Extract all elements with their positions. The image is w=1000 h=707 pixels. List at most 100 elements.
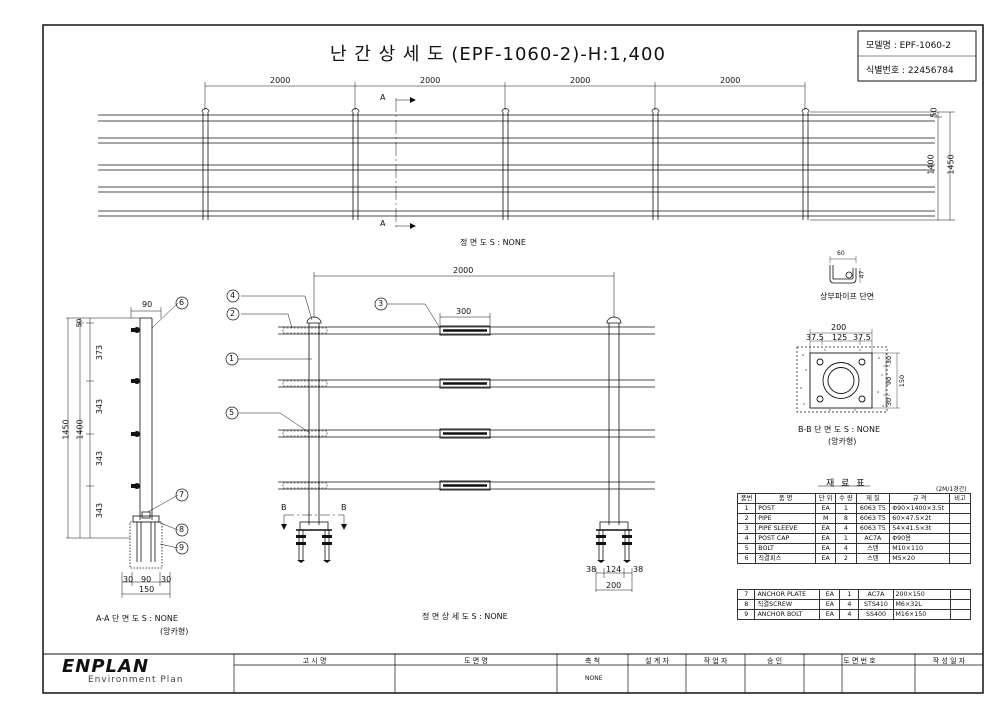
base-dim: 38: [633, 565, 644, 574]
bom-cell: 8: [736, 599, 756, 610]
bb-dim: 37.5: [853, 333, 871, 342]
bom-cell: [949, 599, 972, 610]
callout-9: 9: [179, 543, 185, 552]
bb-width: 200: [831, 323, 847, 332]
callout-4: 4: [230, 291, 236, 300]
detail-view-rails: [278, 326, 655, 490]
bom-cell: M6×32L: [892, 599, 951, 610]
bom-cell: ANCHOR PLATE: [754, 589, 821, 600]
bom-cell: POST CAP: [755, 533, 817, 544]
section-aa-caption: A-A 단 면 도 S : NONE: [96, 614, 178, 623]
bom-cell: STS410: [858, 599, 894, 610]
bom-cell: POST: [755, 503, 817, 514]
bom-cell: 4: [835, 543, 857, 554]
callout-6: 6: [179, 298, 185, 307]
aa-top-width: 90: [142, 300, 153, 309]
bom-cell: 9: [736, 609, 756, 620]
base-total-dim: 200: [606, 581, 622, 590]
bom-cell: [949, 609, 972, 620]
bom-cell: M: [815, 513, 837, 524]
callout-7: 7: [179, 490, 185, 499]
aa-dim: 373: [95, 344, 105, 361]
bom-cell: EA: [815, 503, 837, 514]
title-block-header: 고 시 명: [302, 657, 327, 665]
bom-header-cell: 품번: [736, 493, 757, 504]
bom-cell: 1: [835, 503, 857, 514]
title-block: [233, 654, 983, 693]
bom-cell: 3: [736, 523, 757, 534]
bom-cell: 1: [835, 533, 857, 544]
detail-span-dim: 2000: [453, 266, 474, 275]
section-marker-a: A: [380, 93, 386, 102]
bom-cell: 5: [736, 543, 757, 554]
bom-cell: [948, 553, 972, 564]
section-aa-post: [129, 317, 163, 569]
aa-dim-1450: 1450: [61, 419, 71, 440]
bb-side-dim: 30: [885, 355, 894, 365]
bom-cell: EA: [815, 533, 837, 544]
pipe-dim-60: 60: [837, 250, 845, 257]
aa-base-dim: 30: [123, 575, 134, 584]
identification-number: 식별번호 : 22456784: [866, 66, 954, 76]
bom-note: (2M/1경간): [936, 486, 967, 493]
bom-cell: [948, 503, 972, 514]
bom-cell: 4: [835, 523, 857, 534]
bb-dim: 37.5: [806, 333, 824, 342]
callout-3: 3: [378, 299, 384, 308]
bom-cell: EA: [815, 553, 837, 564]
title-block-header: 작 성 일 자: [932, 657, 966, 665]
pipe-sleeves: [439, 325, 491, 491]
bom-cell: [948, 513, 972, 524]
callout-1: 1: [229, 354, 235, 363]
title-block-header: 작 업 자: [703, 657, 728, 665]
bom-cell: 60×47.5×2t: [889, 513, 950, 524]
bom-cell: 스텐: [855, 553, 891, 564]
bom-cell: EA: [819, 599, 841, 610]
section-marker-b: B: [341, 503, 347, 512]
bom-cell: 직결SCREW: [754, 599, 821, 610]
bom-cell: 200×150: [892, 589, 951, 600]
bom-cell: 1: [736, 503, 757, 514]
callout-8: 8: [179, 525, 185, 534]
aa-dim: 343: [95, 398, 105, 415]
section-marker-a: A: [380, 219, 386, 228]
bom-cell: 4: [736, 533, 757, 544]
bom-cell: 6: [736, 553, 757, 564]
bom-cell: 6063 T5: [855, 503, 891, 514]
sheet-frame: [42, 24, 984, 694]
bom-cell: M5×20: [889, 553, 950, 564]
bom-cell: 2: [835, 553, 857, 564]
aa-dim-1400: 1400: [75, 419, 85, 440]
bom-cell: [948, 543, 972, 554]
span-dim: 2000: [420, 76, 441, 85]
section-aa-subcaption: (앙카형): [160, 627, 189, 636]
base-dim: 38: [586, 565, 597, 574]
span-dim: 2000: [570, 76, 591, 85]
front-view-rails: [98, 114, 935, 217]
bom-cell: 1: [839, 589, 860, 600]
dim-1450: 1450: [946, 154, 956, 175]
section-bb-subcaption: (앙카형): [828, 437, 857, 446]
section-bb-caption: B-B 단 면 도 S : NONE: [798, 425, 881, 434]
span-dim: 2000: [270, 76, 291, 85]
detail-view-posts: [296, 316, 632, 560]
bom-cell: Φ90×1400×3.5t: [889, 503, 950, 514]
bom-cell: EA: [819, 609, 841, 620]
bom-cell: SS400: [858, 609, 894, 620]
bom-cell: [948, 523, 972, 534]
bom-cell: EA: [815, 523, 837, 534]
bom-cell: PIPE: [755, 513, 817, 524]
bom-cell: 4: [839, 599, 860, 610]
aa-base-dim: 90: [141, 575, 152, 584]
bom-cell: 스텐: [855, 543, 891, 554]
bom-cell: Φ90용: [889, 533, 950, 544]
bom-cell: PIPE SLEEVE: [755, 523, 817, 534]
